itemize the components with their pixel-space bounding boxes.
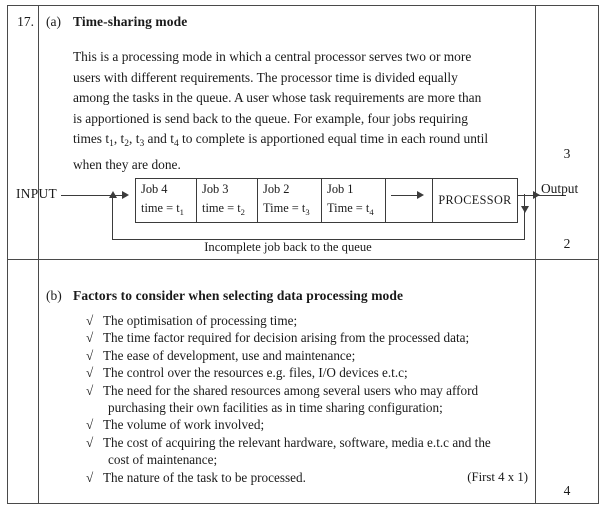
feedback-line-vertical-left (112, 198, 114, 239)
subscript-4: 4 (173, 139, 179, 150)
part-b-heading: Factors to consider when selecting data … (73, 288, 404, 303)
job-box-3: Job 3 time = t2 (196, 178, 258, 223)
job-box-3-time: time = t2 (202, 201, 245, 217)
job-box-1: Job 1 Time = t4 (321, 178, 386, 223)
job-box-3-name: Job 3 (202, 182, 229, 196)
part-b-cell: (b) Factors to consider when selecting d… (40, 260, 534, 504)
marks-value-a-diagram: 2 (563, 236, 571, 251)
job-box-2-time: Time = t3 (263, 201, 310, 217)
list-item-text: The time factor required for decision ar… (103, 330, 470, 346)
job-box-1-name: Job 1 (327, 182, 354, 196)
list-item: √ The volume of work involved; (86, 416, 536, 433)
output-arrowhead-icon (533, 190, 540, 199)
feedback-line-vertical-right (524, 194, 526, 240)
transfer-arrowhead-icon (417, 190, 424, 199)
transfer-arrow-line (391, 194, 419, 196)
times-tail: to complete is apportioned equal time in… (178, 131, 489, 147)
feedback-down-arrowhead-icon (520, 206, 529, 213)
answer-table: 17. (a) Time-sharing mode This is a proc… (7, 5, 599, 504)
input-arrow-line (61, 194, 124, 196)
paragraph-line-4: is apportioned is send back to the queue… (73, 110, 468, 126)
job-box-4-time: time = t1 (141, 201, 184, 217)
table-vertical-rule-left (38, 6, 39, 503)
job-box-4: Job 4 time = t1 (135, 178, 197, 223)
feedback-line-horizontal (112, 238, 525, 240)
check-icon: √ (86, 469, 94, 485)
part-a-heading: Time-sharing mode (73, 14, 188, 29)
list-item: √ The need for the shared resources amon… (86, 382, 536, 417)
subscript-3: 3 (139, 139, 145, 150)
marks-value-a-text: 3 (563, 146, 571, 161)
diagram-input-label: INPUT (16, 186, 57, 201)
marks-value-b: 4 (563, 483, 571, 498)
table-horizontal-rule (8, 259, 598, 260)
list-item: √ The cost of acquiring the relevant har… (86, 434, 536, 469)
job-box-2-name: Job 2 (263, 182, 290, 196)
check-icon: √ (86, 313, 94, 328)
list-item-text: The need for the shared resources among … (103, 382, 479, 398)
list-item-continuation: purchasing their own facilities as in ti… (108, 400, 443, 416)
list-item-text: The nature of the task to be processed. (103, 469, 306, 485)
table-vertical-rule-right (535, 6, 536, 503)
check-icon: √ (86, 330, 94, 346)
times-sep-2: , t (129, 131, 140, 147)
part-a-paragraph: This is a processing mode in which a cen… (73, 47, 525, 176)
paragraph-line-3: among the tasks in the queue. A user who… (73, 90, 482, 106)
part-a-cell: (a) Time-sharing mode This is a processi… (40, 6, 534, 259)
list-item: √ The ease of development, use and maint… (86, 347, 536, 364)
output-line (517, 194, 566, 196)
check-icon: √ (86, 434, 94, 450)
part-a-label: (a) (46, 14, 61, 29)
list-item: √ The control over the resources e.g. fi… (86, 364, 536, 381)
check-icon: √ (86, 347, 94, 363)
job-box-4-name: Job 4 (141, 182, 168, 196)
processor-box: PROCESSOR (432, 178, 518, 223)
diagram-caption: Incomplete job back to the queue (204, 240, 372, 254)
part-a-marks-cell: 3 2 (536, 6, 598, 259)
check-icon: √ (86, 417, 94, 433)
part-b-label: (b) (46, 288, 62, 303)
list-item-text: The control over the resources e.g. file… (103, 365, 408, 381)
check-icon: √ (86, 382, 94, 398)
check-icon: √ (86, 365, 94, 381)
times-sep-1: , t (113, 131, 125, 147)
list-item-text: The volume of work involved; (103, 417, 265, 433)
paragraph-line-5: times t1, t2, t3 and t4 to complete is a… (73, 131, 489, 150)
list-item: √ The optimisation of processing time; (86, 312, 536, 329)
job-box-1-time: Time = t4 (327, 201, 374, 217)
subscript-2: 2 (124, 139, 130, 150)
time-sharing-diagram: INPUT Job 4 time = t1 Job 3 time = t2 Jo… (8, 166, 566, 259)
list-item: √ The time factor required for decision … (86, 329, 536, 346)
job-box-2: Job 2 Time = t3 (257, 178, 322, 223)
times-prefix: times t (73, 131, 110, 147)
factors-list: √ The optimisation of processing time; √… (86, 312, 536, 486)
feedback-up-arrowhead-icon (108, 191, 117, 198)
list-item-continuation: cost of maintenance; (108, 452, 218, 468)
diagram-output-label: Output (541, 181, 579, 196)
input-arrowhead-icon (122, 190, 129, 199)
question-number: 17. (17, 14, 34, 29)
marks-note: (First 4 x 1) (467, 470, 528, 484)
part-b-marks-cell: 4 (536, 260, 598, 504)
subscript-1: 1 (109, 139, 114, 150)
paragraph-line-1: This is a processing mode in which a cen… (73, 49, 472, 64)
list-item-text: The optimisation of processing time; (103, 313, 298, 328)
paragraph-line-2: users with different requirements. The p… (73, 69, 458, 85)
list-item-text: The ease of development, use and mainten… (103, 347, 356, 363)
transfer-box (385, 178, 433, 223)
paragraph-line-6: when they are done. (73, 156, 181, 172)
list-item-text: The cost of acquiring the relevant hardw… (103, 434, 491, 450)
list-item: √ The nature of the task to be processed… (86, 469, 536, 486)
